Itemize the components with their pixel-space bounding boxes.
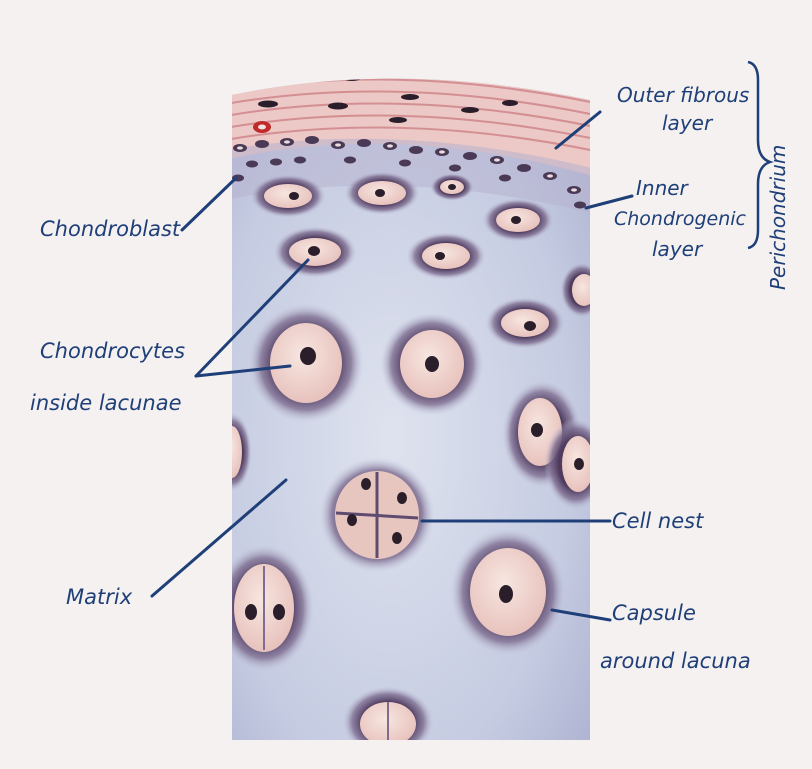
mature-chondrocyte (450, 528, 566, 656)
young-chondrocyte (406, 232, 486, 280)
young-chondrocyte (250, 174, 326, 218)
young-chondrocyte (485, 297, 565, 349)
label-chondroblast: Chondroblast (40, 217, 181, 241)
mature-chondrocyte (212, 412, 252, 492)
label-capsule-2: around lacuna (600, 649, 751, 673)
mature-chondrocyte (544, 418, 608, 510)
label-cell-nest: Cell nest (612, 509, 704, 533)
pointer-chondroblast (182, 178, 236, 230)
pointer-inner-chondrogenic (586, 196, 632, 208)
label-outer-fibrous-2: layer (662, 111, 714, 135)
label-capsule-1: Capsule (612, 601, 696, 625)
mature-chondrocyte (248, 303, 364, 423)
young-chondrocyte (344, 171, 420, 215)
label-matrix: Matrix (66, 585, 133, 609)
label-inner-1: Inner (636, 176, 690, 200)
label-inner-3: layer (652, 237, 704, 261)
label-perichondrium: Perichondrium (766, 145, 790, 290)
label-chondrocytes-2: inside lacunae (30, 391, 182, 415)
young-chondrocyte (273, 226, 357, 278)
young-chondrocyte (482, 198, 554, 242)
label-outer-fibrous-1: Outer fibrous (617, 83, 749, 107)
mature-chondrocyte (342, 686, 434, 758)
label-inner-2: Chondrogenic (614, 208, 747, 230)
mature-chondrocyte (380, 312, 484, 416)
label-chondrocytes-1: Chondrocytes (40, 339, 185, 363)
young-chondrocyte (560, 262, 604, 318)
mature-chondrocyte-pair (214, 544, 314, 672)
young-chondrocyte (430, 173, 474, 201)
tissue-section (212, 57, 608, 758)
cell-nest (319, 457, 435, 573)
